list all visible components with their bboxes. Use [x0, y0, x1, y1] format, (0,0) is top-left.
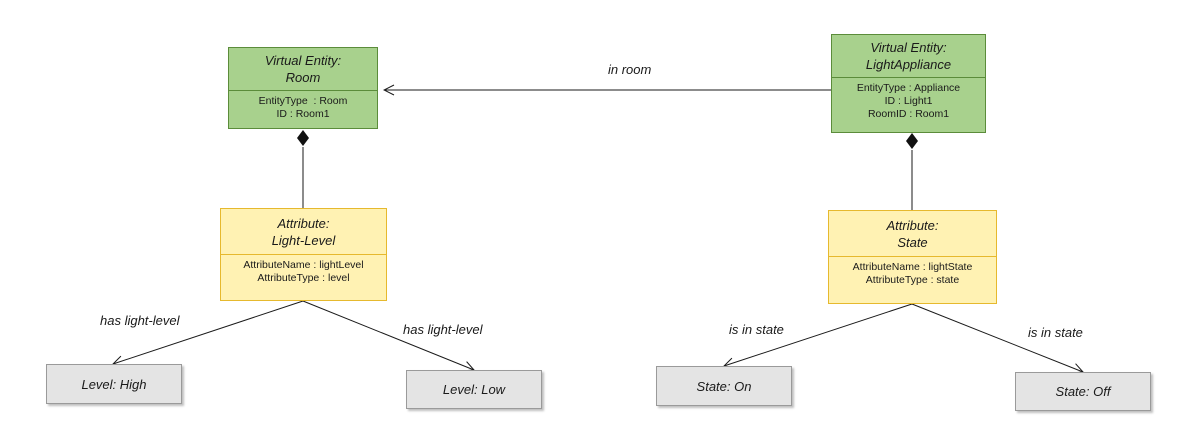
attribute-light-level-name: Light-Level	[271, 233, 336, 248]
entity-room-name: Room	[285, 70, 321, 85]
edge-has-light-level-low	[302, 300, 474, 370]
attribute-state-box: Attribute: State AttributeName : lightSt…	[828, 210, 997, 304]
attribute-light-level-header: Attribute: Light-Level	[221, 209, 386, 255]
attribute-state-prop-name: AttributeName : lightState	[852, 261, 973, 273]
value-level-low: Level: Low	[406, 370, 542, 409]
entity-light-appliance-box: Virtual Entity: LightAppliance EntityTyp…	[831, 34, 986, 133]
attribute-state-header: Attribute: State	[829, 211, 996, 257]
edge-has-light-level-high	[113, 300, 304, 364]
entity-light-appliance-props: EntityType : Appliance ID : Light1 RoomI…	[832, 78, 985, 121]
attribute-state-prop-type: AttributeType : state	[865, 274, 960, 286]
edge-is-in-state-off	[911, 303, 1083, 372]
composition-diamond-appliance	[906, 133, 918, 149]
entity-light-appliance-prop-id: ID : Light1	[884, 95, 933, 107]
edge-label-is-in-state-right: is in state	[1028, 325, 1083, 340]
value-level-low-label: Level: Low	[442, 382, 506, 397]
attribute-light-level-title: Attribute:	[277, 216, 330, 231]
value-level-high-label: Level: High	[81, 376, 147, 392]
entity-light-appliance-prop-type: EntityType : Appliance	[856, 82, 961, 94]
entity-room-title: Virtual Entity:	[264, 53, 342, 68]
value-state-off-label: State: Off	[1055, 384, 1111, 399]
entity-light-appliance-prop-room: RoomID : Room1	[867, 108, 950, 120]
attribute-light-level-box: Attribute: Light-Level AttributeName : l…	[220, 208, 387, 301]
entity-room-prop-id: ID : Room1	[276, 108, 330, 120]
edge-label-in-room: in room	[608, 62, 652, 77]
value-state-on: State: On	[656, 366, 792, 406]
entity-light-appliance-header: Virtual Entity: LightAppliance	[832, 35, 985, 78]
attribute-state-title: Attribute:	[886, 218, 939, 233]
edge-label-has-light-level-left: has light-level	[100, 313, 180, 328]
value-level-high: Level: High	[46, 364, 182, 404]
attribute-state-props: AttributeName : lightState AttributeType…	[829, 257, 996, 287]
attribute-state-name: State	[897, 235, 928, 250]
entity-room-box: Virtual Entity: Room EntityType : Room I…	[228, 47, 378, 129]
entity-room-header: Virtual Entity: Room	[229, 48, 377, 91]
edge-is-in-state-on	[724, 303, 913, 366]
attribute-light-level-prop-type: AttributeType : level	[257, 272, 350, 284]
edge-label-has-light-level-right: has light-level	[403, 322, 483, 337]
entity-room-props: EntityType : Room ID : Room1	[229, 91, 377, 121]
entity-room-prop-type: EntityType : Room	[258, 95, 348, 107]
edge-label-is-in-state-left: is in state	[729, 322, 784, 337]
value-state-off: State: Off	[1015, 372, 1151, 411]
value-state-on-label: State: On	[696, 378, 752, 394]
entity-light-appliance-name: LightAppliance	[865, 57, 952, 72]
attribute-light-level-prop-name: AttributeName : lightLevel	[243, 259, 364, 271]
attribute-light-level-props: AttributeName : lightLevel AttributeType…	[221, 255, 386, 285]
entity-light-appliance-title: Virtual Entity:	[870, 40, 947, 55]
composition-diamond-room	[297, 130, 309, 146]
